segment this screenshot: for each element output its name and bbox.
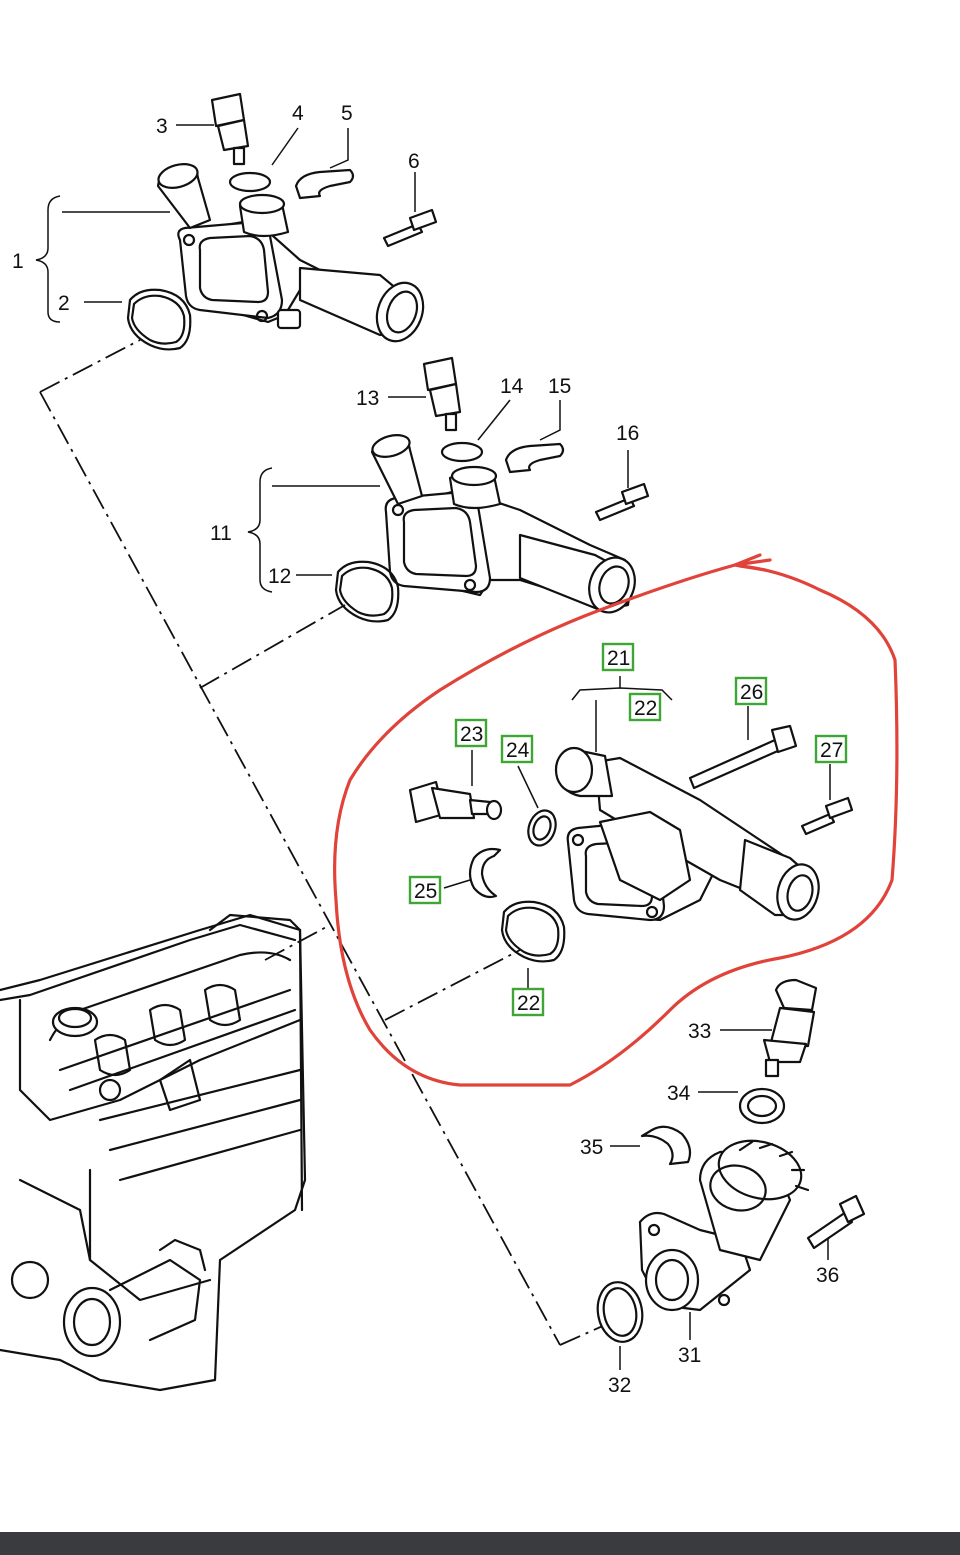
bolt-26 [688, 724, 798, 790]
label-2: 2 [58, 292, 70, 315]
leaders-1 [35, 124, 416, 323]
leaders-11 [247, 396, 629, 593]
label-26: 26 [740, 681, 763, 704]
label-23: 23 [460, 723, 483, 746]
label-14: 14 [500, 375, 524, 398]
label-32: 32 [608, 1374, 631, 1397]
clip-25 [468, 847, 502, 899]
label-21: 21 [607, 647, 630, 670]
label-25: 25 [414, 880, 437, 903]
bolt-36 [806, 1194, 866, 1250]
temp-sensor-3 [210, 92, 250, 166]
bottom-bar [0, 1532, 960, 1555]
gasket-22 [500, 900, 566, 963]
label-31: 31 [678, 1344, 701, 1367]
gasket-2 [126, 288, 192, 351]
boxed-labels: 21 22 26 23 24 27 25 22 [408, 642, 848, 1017]
housing-11 [370, 434, 636, 614]
clip-35 [640, 1125, 692, 1166]
label-15: 15 [548, 375, 571, 398]
bolt-6 [382, 208, 438, 248]
label-24: 24 [506, 739, 530, 762]
label-1: 1 [12, 250, 24, 273]
engine-block [0, 913, 307, 1392]
label-36: 36 [816, 1264, 839, 1287]
housing-31 [638, 1139, 810, 1312]
bolt-16 [594, 482, 650, 522]
label-27: 27 [820, 739, 843, 762]
label-4: 4 [292, 102, 304, 125]
clip-15 [504, 442, 565, 474]
label-16: 16 [616, 422, 639, 445]
o-ring-14 [440, 441, 484, 463]
o-ring-24 [527, 809, 557, 847]
temp-sensor-13 [422, 356, 462, 432]
new-housing-21 [554, 746, 820, 922]
assembly-lines [39, 339, 606, 1346]
label-5: 5 [341, 102, 353, 125]
label-33: 33 [688, 1020, 711, 1043]
o-ring-34 [738, 1087, 786, 1125]
label-6: 6 [408, 150, 420, 173]
leaders-31 [610, 1029, 829, 1370]
label-13: 13 [356, 387, 379, 410]
part-labels: 3 4 5 6 1 2 13 14 15 16 11 12 33 34 35 3… [12, 102, 839, 1397]
label-35: 35 [580, 1136, 603, 1159]
label-22-top: 22 [634, 697, 657, 720]
label-34: 34 [667, 1082, 691, 1105]
leaders-21 [443, 676, 831, 988]
label-3: 3 [156, 115, 168, 138]
bolt-27 [800, 796, 854, 836]
label-12: 12 [268, 565, 291, 588]
label-11: 11 [210, 522, 232, 545]
label-22-bottom: 22 [517, 992, 540, 1015]
gasket-12 [334, 560, 400, 623]
temp-sensor-23 [408, 780, 503, 824]
housing-1 [156, 163, 425, 343]
clip-5 [294, 168, 355, 200]
red-highlight-outline [333, 563, 899, 1087]
o-ring-4 [228, 171, 272, 193]
temp-sensor-33 [762, 978, 818, 1078]
